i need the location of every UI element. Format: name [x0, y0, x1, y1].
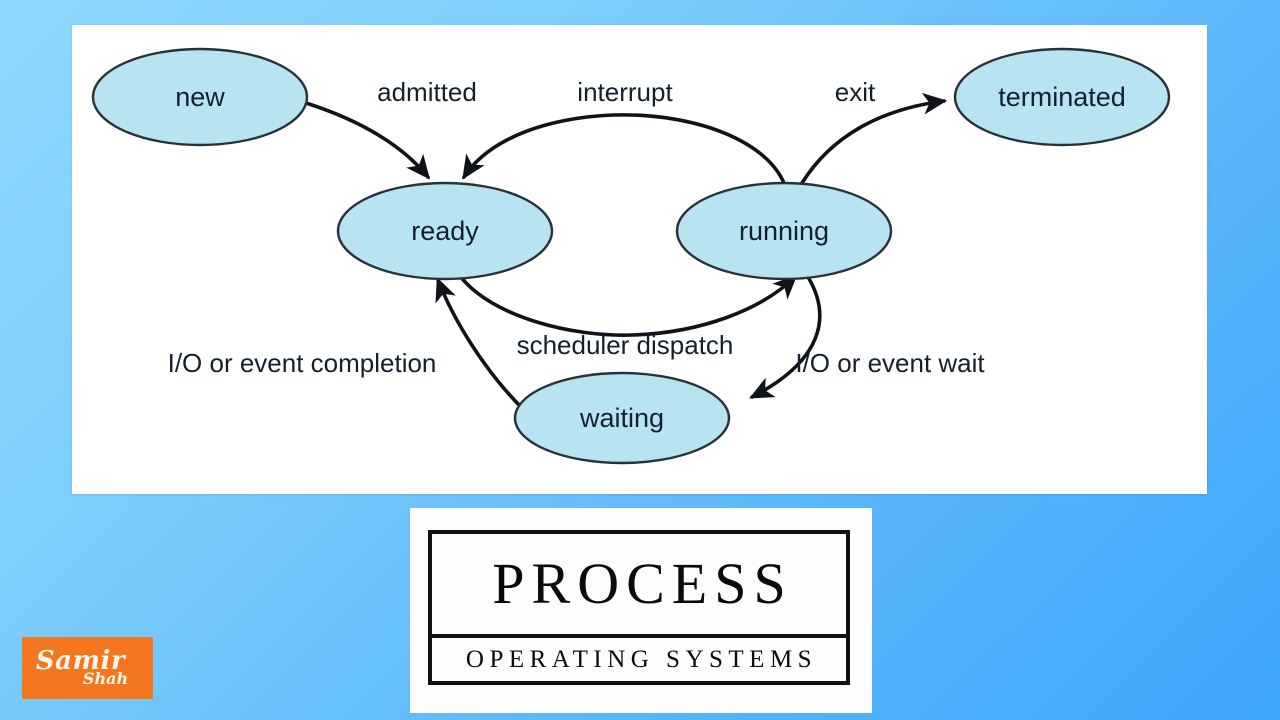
page-title: PROCESS	[492, 551, 793, 616]
node-waiting-ellipse	[513, 371, 731, 465]
node-terminated-ellipse	[953, 47, 1171, 147]
node-ready-ellipse	[336, 181, 554, 281]
diagram-panel: new ready running terminated waiting adm…	[72, 25, 1207, 494]
watermark-first-name: Samir	[35, 645, 126, 676]
node-terminated-label: terminated	[998, 82, 1126, 112]
title-main-row: PROCESS	[432, 534, 846, 638]
node-waiting-label: waiting	[579, 403, 664, 433]
edge-scheduler-dispatch	[458, 274, 798, 337]
edge-label-io-event-completion: I/O or event completion	[168, 348, 437, 378]
edge-interrupt	[462, 113, 786, 185]
edge-label-io-event-wait: I/O or event wait	[795, 348, 985, 378]
edge-label-scheduler-dispatch: scheduler dispatch	[517, 330, 734, 360]
watermark-logo: Samir Shah	[22, 637, 153, 699]
edge-io-event-wait	[749, 275, 822, 399]
node-running-ellipse	[675, 181, 893, 281]
title-border-box: PROCESS OPERATING SYSTEMS	[428, 530, 850, 685]
node-terminated[interactable]: terminated	[953, 47, 1171, 147]
node-ready[interactable]: ready	[336, 181, 554, 281]
edge-label-interrupt: interrupt	[577, 77, 673, 107]
page-subtitle: OPERATING SYSTEMS	[465, 646, 818, 673]
node-ready-label: ready	[411, 216, 479, 246]
edge-exit	[800, 92, 948, 185]
watermark-last-name: Shah	[82, 669, 129, 689]
node-new[interactable]: new	[91, 47, 309, 147]
edge-label-admitted: admitted	[377, 77, 477, 107]
node-waiting[interactable]: waiting	[513, 371, 731, 465]
node-running-label: running	[739, 216, 829, 246]
edge-io-event-completion	[435, 277, 522, 408]
title-sub-row: OPERATING SYSTEMS	[432, 638, 846, 681]
node-running[interactable]: running	[675, 181, 893, 281]
process-state-diagram: new ready running terminated waiting adm…	[91, 47, 1171, 465]
edge-label-exit: exit	[835, 77, 876, 107]
title-card: PROCESS OPERATING SYSTEMS	[410, 508, 872, 713]
node-new-ellipse	[91, 47, 309, 147]
edge-admitted	[304, 101, 430, 180]
node-new-label: new	[175, 82, 225, 112]
